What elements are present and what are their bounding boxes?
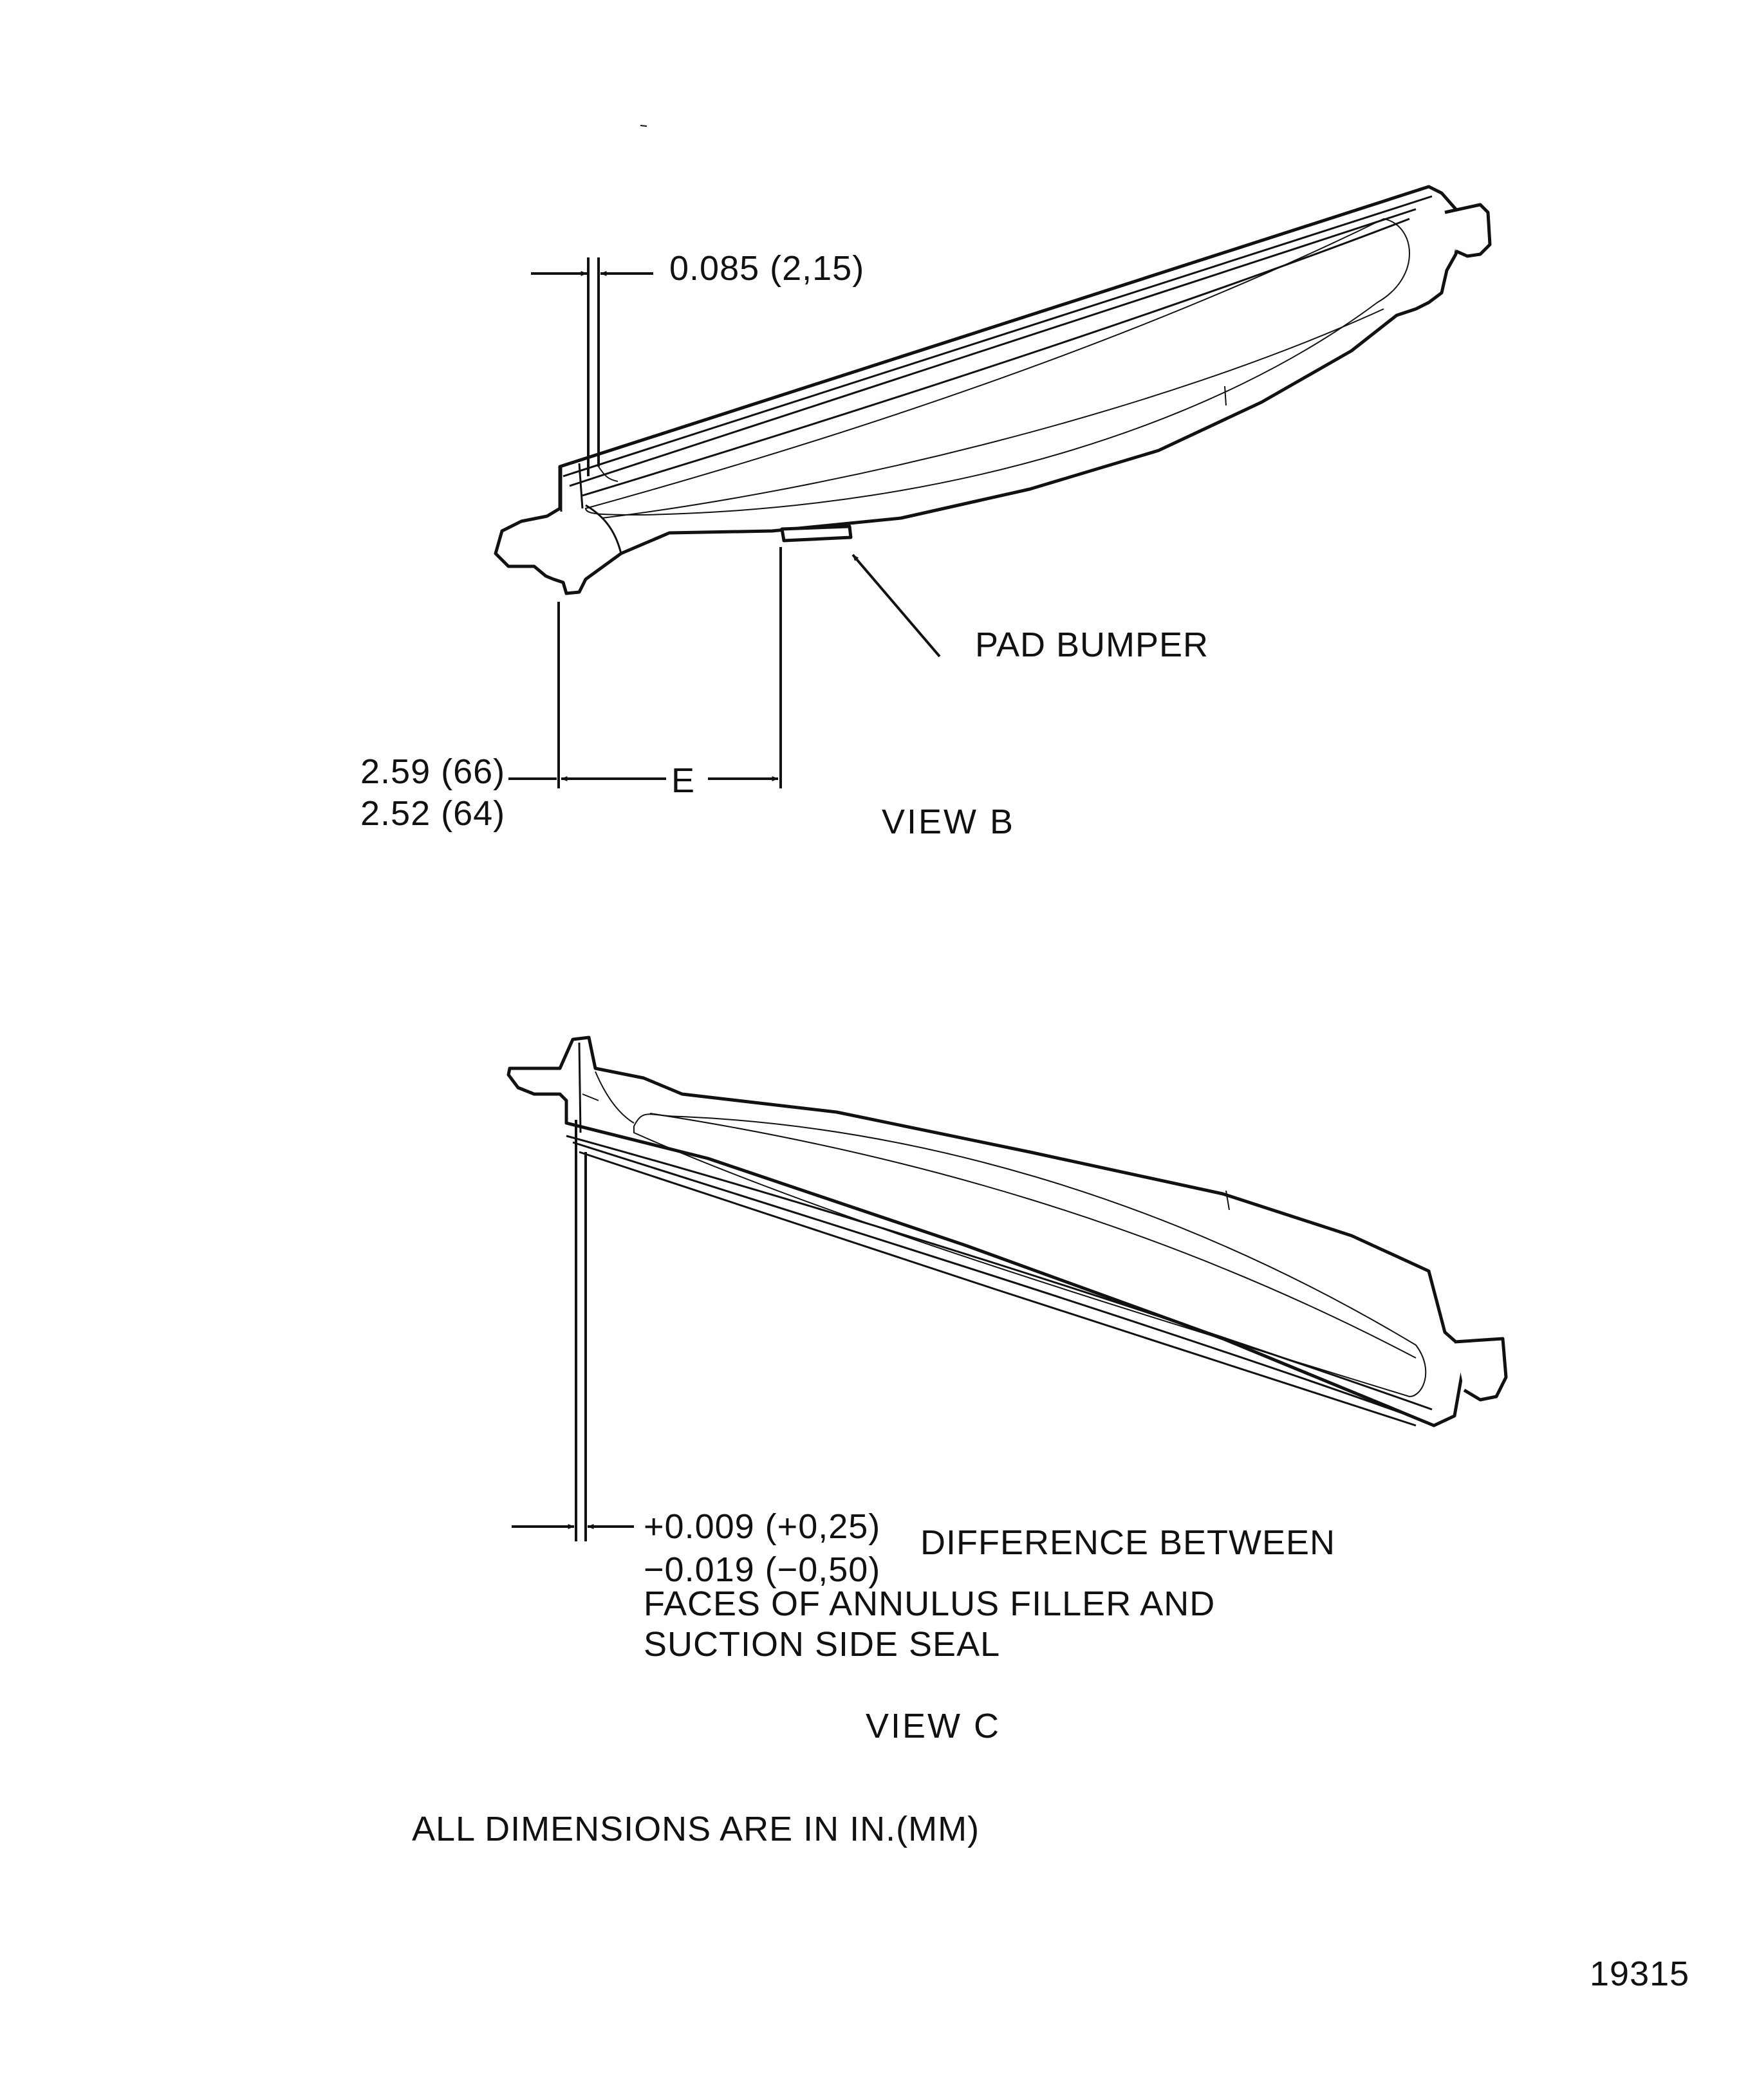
view-c-dimensions — [512, 1120, 634, 1541]
difference-note-line2: FACES OF ANNULUS FILLER AND — [644, 1584, 1216, 1623]
difference-note-line1: DIFFERENCE BETWEEN — [920, 1523, 1336, 1562]
view-b-caption: VIEW B — [882, 803, 1016, 841]
dim-e-lower-label: 2.52 (64) — [360, 794, 506, 833]
view-b-blade — [494, 185, 1492, 595]
difference-note-line3: SUCTION SIDE SEAL — [644, 1625, 1001, 1664]
view-b-dimensions — [508, 257, 941, 788]
view-c-blade — [507, 1036, 1508, 1427]
dim-e-upper-label: 2.59 (66) — [360, 752, 506, 791]
scan-mark — [640, 125, 647, 127]
pad-bumper-label: PAD BUMPER — [975, 626, 1209, 664]
tolerance-upper: +0.009 (+0,25) — [644, 1507, 881, 1546]
tolerance-lower: −0.019 (−0,50) — [644, 1550, 881, 1589]
figure-number: 19315 — [1590, 1955, 1690, 1993]
units-note: ALL DIMENSIONS ARE IN IN.(MM) — [412, 1810, 980, 1848]
dim-e-letter: E — [671, 761, 696, 800]
dim-top-label: 0.085 (2,15) — [669, 249, 865, 288]
view-c-caption: VIEW C — [866, 1707, 1001, 1745]
